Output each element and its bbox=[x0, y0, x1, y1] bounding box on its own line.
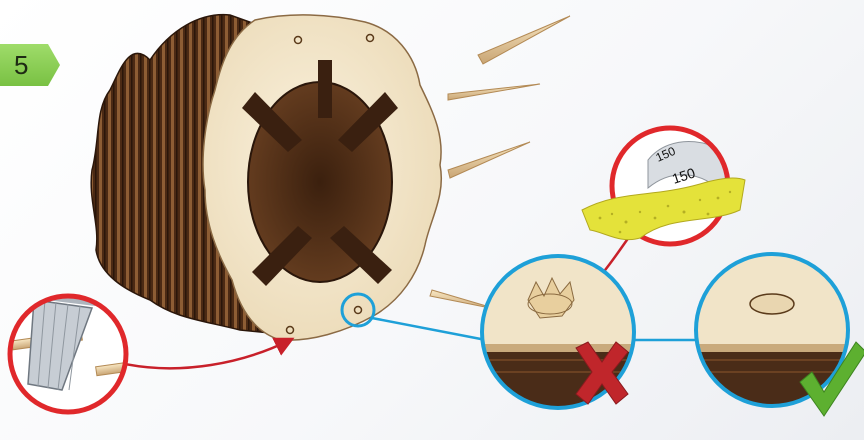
correct-hole-detail bbox=[694, 254, 864, 420]
cutter-detail bbox=[10, 288, 137, 412]
incorrect-hole-detail bbox=[480, 254, 640, 420]
sandpaper-detail: 150 150 15 bbox=[582, 128, 745, 244]
spool-front-face bbox=[203, 15, 441, 340]
